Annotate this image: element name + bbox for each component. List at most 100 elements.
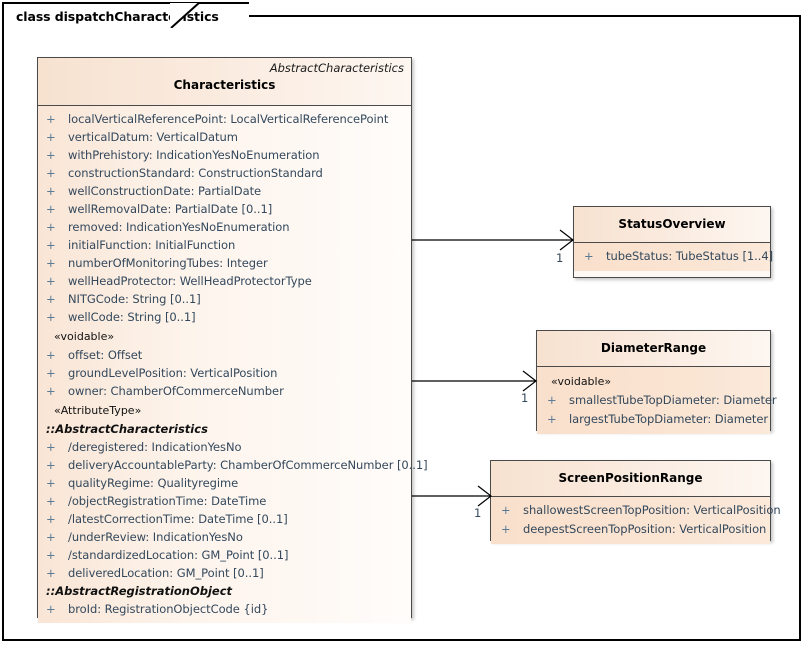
attribute-label: constructionStandard: ConstructionStanda… <box>68 166 323 180</box>
attribute-row: + broId: RegistrationObjectCode {id} <box>38 600 411 618</box>
attribute-label: /deregistered: IndicationYesNo <box>68 440 242 454</box>
visibility-marker: + <box>46 348 56 362</box>
visibility-marker: + <box>46 220 56 234</box>
visibility-marker: + <box>46 274 56 288</box>
attribute-label: localVerticalReferencePoint: LocalVertic… <box>68 112 389 126</box>
multiplicity-diameter-range: 1 <box>521 391 529 405</box>
attribute-row: + offset: Offset <box>38 346 411 364</box>
visibility-marker: + <box>46 292 56 306</box>
attribute-row: + numberOfMonitoringTubes: Integer <box>38 254 411 272</box>
class-header-diameter-range: DiameterRange <box>537 331 770 367</box>
class-attributes-status-overview: + tubeStatus: TubeStatus [1..4] <box>574 243 774 271</box>
attribute-label: /objectRegistrationTime: DateTime <box>68 494 267 508</box>
attribute-label: owner: ChamberOfCommerceNumber <box>68 384 284 398</box>
class-box-diameter-range[interactable]: DiameterRange «voidable» + smallestTubeTop… <box>536 330 777 434</box>
visibility-marker: + <box>46 476 56 490</box>
attribute-label: numberOfMonitoringTubes: Integer <box>68 256 268 270</box>
class-parent-label-characteristics: AbstractCharacteristics <box>269 61 404 75</box>
visibility-marker: + <box>46 384 56 398</box>
class-name-screen-position-range: ScreenPositionRange <box>558 471 703 485</box>
attribute-row: +NITGCode: String [0..1] <box>38 290 411 308</box>
visibility-marker: + <box>584 249 594 263</box>
attribute-row: + wellRemovalDate: PartialDate [0..1] <box>38 200 411 218</box>
attribute-row: + tubeStatus: TubeStatus [1..4] <box>574 247 774 266</box>
visibility-marker: + <box>46 112 56 126</box>
visibility-marker: + <box>501 503 511 517</box>
inherited-group-label: ::AbstractRegistrationObject <box>46 584 233 598</box>
attribute-row: + localVerticalReferencePoint: LocalVerti… <box>38 110 411 128</box>
visibility-marker: + <box>46 202 56 216</box>
visibility-marker: + <box>46 310 56 324</box>
visibility-marker: + <box>46 366 56 380</box>
attribute-label: /latestCorrectionTime: DateTime [0..1] <box>68 512 288 526</box>
attribute-label: verticalDatum: VerticalDatum <box>68 130 238 144</box>
attribute-row: + /underReview: IndicationYesNo <box>38 528 411 546</box>
visibility-marker: + <box>46 458 56 472</box>
stereotype-label: «voidable» <box>551 375 612 388</box>
class-name-diameter-range: DiameterRange <box>600 341 707 355</box>
class-attributes-diameter-range: «voidable» + smallestTubeTopDiameter: Diam… <box>537 367 777 434</box>
visibility-marker: + <box>46 530 56 544</box>
attribute-row: + removed: IndicationYesNoEnumeration <box>38 218 411 236</box>
class-box-screen-position-range[interactable]: ScreenPositionRange +shallowestScreenTop… <box>490 460 781 544</box>
attribute-row: +deliveredLocation: GM_Point [0..1] <box>38 564 411 582</box>
attribute-label: removed: IndicationYesNoEnumeration <box>68 220 290 234</box>
attribute-row: +wellHeadProtector: WellHeadProtectorTyp… <box>38 272 411 290</box>
diagram-title-tab[interactable]: class dispatchCharacteristics <box>2 2 249 28</box>
attribute-label: deliveryAccountableParty: ChamberOfComme… <box>68 458 428 472</box>
attribute-row: + smallestTubeTopDiameter: Diameter <box>537 391 777 410</box>
visibility-marker: + <box>46 148 56 162</box>
attribute-label: /standardizedLocation: GM_Point [0..1] <box>68 548 289 562</box>
stereotype-label: «AttributeType» <box>54 404 142 417</box>
visibility-marker: + <box>46 548 56 562</box>
visibility-marker: + <box>46 512 56 526</box>
class-box-status-overview[interactable]: StatusOverview + tubeStatus: TubeStatus [… <box>573 206 774 278</box>
attribute-row: + qualityRegime: Qualityregime <box>38 474 411 492</box>
attribute-row: + deliveryAccountableParty: ChamberOfComm… <box>38 456 428 474</box>
class-box-characteristics[interactable]: AbstractCharacteristics Characteristics … <box>37 57 428 623</box>
attribute-row: + wellConstructionDate: PartialDate <box>38 182 411 200</box>
attribute-row: + verticalDatum: VerticalDatum <box>38 128 411 146</box>
attribute-label: tubeStatus: TubeStatus [1..4] <box>606 249 774 263</box>
attribute-row: + deepestScreenTopPosition: VerticalPosit… <box>491 520 770 539</box>
visibility-marker: + <box>46 602 56 616</box>
attribute-row: + /objectRegistrationTime: DateTime <box>38 492 411 510</box>
visibility-marker: + <box>46 256 56 270</box>
visibility-marker: + <box>501 522 511 536</box>
attribute-label: wellCode: String [0..1] <box>68 310 196 324</box>
attribute-row: +largestTubeTopDiameter: Diameter <box>537 410 770 429</box>
attribute-row: + groundLevelPosition: VerticalPosition <box>38 364 411 382</box>
attribute-label: deepestScreenTopPosition: VerticalPositi… <box>523 522 767 536</box>
attribute-row: + /deregistered: IndicationYesNo <box>38 438 411 456</box>
attribute-label: groundLevelPosition: VerticalPosition <box>68 366 278 380</box>
attribute-label: smallestTubeTopDiameter: Diameter <box>569 393 777 407</box>
attribute-label: initialFunction: InitialFunction <box>68 238 236 252</box>
attribute-label: offset: Offset <box>68 348 143 362</box>
visibility-marker: + <box>547 393 557 407</box>
visibility-marker: + <box>46 440 56 454</box>
attribute-row: + wellCode: String [0..1] <box>38 308 411 326</box>
attribute-label: wellConstructionDate: PartialDate <box>68 184 262 198</box>
stereotype-label: «voidable» <box>54 330 115 343</box>
class-name-characteristics: Characteristics <box>173 78 276 92</box>
visibility-marker: + <box>46 166 56 180</box>
class-header-screen-position-range: ScreenPositionRange <box>491 461 770 497</box>
attribute-row: +shallowestScreenTopPosition: VerticalPo… <box>491 501 781 520</box>
class-attributes-screen-position-range: +shallowestScreenTopPosition: VerticalPo… <box>491 497 781 544</box>
attribute-label: qualityRegime: Qualityregime <box>68 476 239 490</box>
visibility-marker: + <box>46 238 56 252</box>
visibility-marker: + <box>46 130 56 144</box>
attribute-label: withPrehistory: IndicationYesNoEnumerati… <box>68 148 320 162</box>
attribute-row: + initialFunction: InitialFunction <box>38 236 411 254</box>
class-header-status-overview: StatusOverview <box>574 207 770 243</box>
attribute-label: largestTubeTopDiameter: Diameter <box>569 412 769 426</box>
visibility-marker: + <box>46 184 56 198</box>
multiplicity-screen-position-range: 1 <box>474 506 482 520</box>
attribute-label: wellRemovalDate: PartialDate [0..1] <box>68 202 273 216</box>
visibility-marker: + <box>46 494 56 508</box>
attribute-label: /underReview: IndicationYesNo <box>68 530 243 544</box>
diagram-title-label: class dispatchCharacteristics <box>16 8 219 24</box>
attribute-row: + /standardizedLocation: GM_Point [0..1] <box>38 546 411 564</box>
attribute-label: broId: RegistrationObjectCode {id} <box>68 602 269 616</box>
multiplicity-status-overview: 1 <box>556 251 564 265</box>
